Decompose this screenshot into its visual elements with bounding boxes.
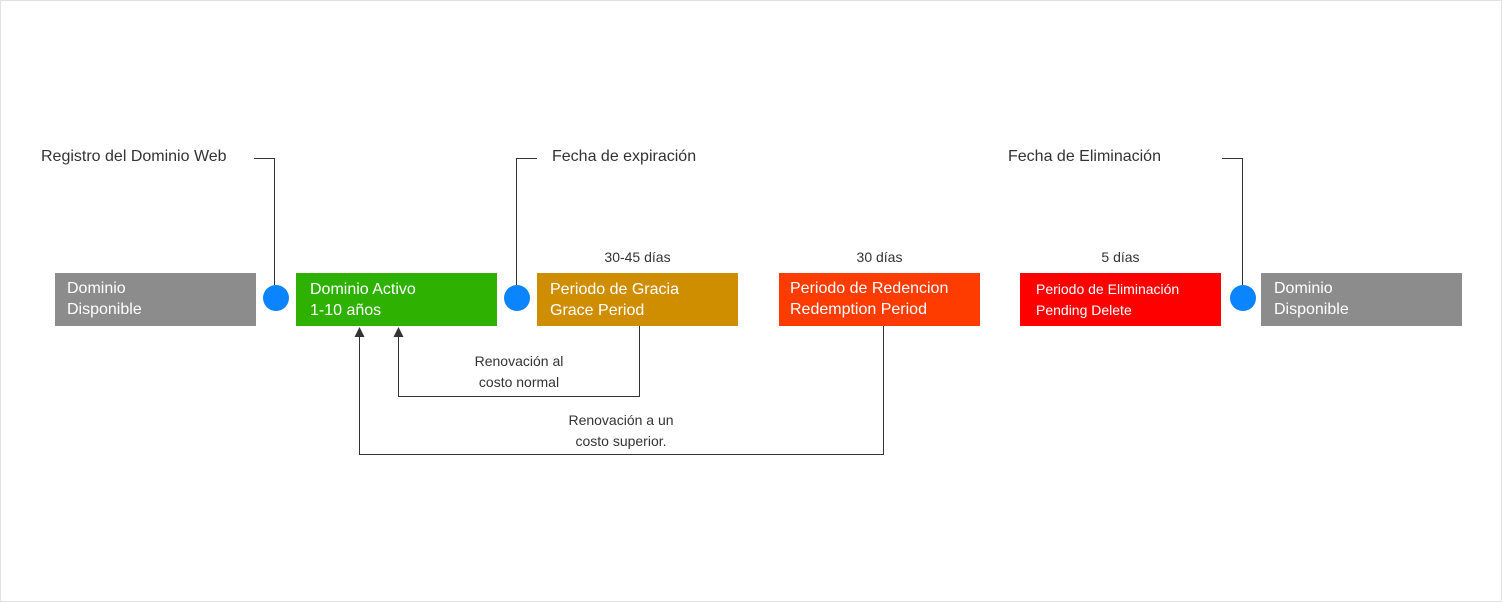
pending-delete-duration: 5 días	[1101, 249, 1140, 265]
stage-label-line1: Periodo de Eliminación	[1036, 281, 1180, 297]
note-line2: costo normal	[478, 374, 560, 390]
stage-label-line2: Redemption Period	[790, 301, 927, 318]
expiration-callout-line	[516, 158, 537, 285]
deletion-label: Fecha de Eliminación	[1008, 148, 1161, 165]
renewal-higher-note: Renovación a un costo superior.	[541, 410, 701, 452]
stage-label-line1: Periodo de Gracia	[550, 281, 679, 298]
deletion-callout-line	[1222, 158, 1243, 285]
stage-label-line1: Dominio	[67, 280, 126, 297]
stage-grace: Periodo de Gracia Grace Period	[537, 273, 738, 326]
stage-label-line1: Dominio	[1274, 280, 1333, 297]
registration-callout-line	[254, 158, 275, 285]
renewal-higher-arrowhead	[354, 327, 365, 337]
stage-label-line1: Periodo de Redencion	[790, 280, 949, 297]
stage-label-line2: Disponible	[1274, 301, 1349, 318]
stage-redemption: Periodo de Redencion Redemption Period	[779, 273, 980, 326]
stage-available-start: Dominio Disponible	[55, 273, 256, 326]
note-line2: costo superior.	[575, 433, 667, 449]
renewal-normal-arrow-line	[398, 326, 640, 397]
renewal-higher-arrow-line	[359, 326, 884, 455]
deletion-marker	[1230, 285, 1256, 311]
grace-duration: 30-45 días	[604, 249, 671, 265]
note-line1: Renovación al	[474, 353, 564, 369]
stage-label-line1: Dominio Activo	[310, 281, 416, 298]
stage-label-line2: Disponible	[67, 301, 142, 318]
stage-available-end: Dominio Disponible	[1261, 273, 1462, 326]
registration-marker	[263, 285, 289, 311]
redemption-duration: 30 días	[856, 249, 903, 265]
expiration-marker	[504, 285, 530, 311]
stage-label-line2: 1-10 años	[310, 302, 382, 319]
stage-pending-delete: Periodo de Eliminación Pending Delete	[1020, 273, 1221, 326]
stage-label-line2: Grace Period	[550, 302, 645, 319]
expiration-label: Fecha de expiración	[552, 148, 697, 165]
stage-active: Dominio Activo 1-10 años	[296, 273, 497, 326]
registration-label: Registro del Dominio Web	[41, 148, 227, 165]
renewal-normal-arrowhead	[393, 327, 404, 337]
note-line1: Renovación a un	[568, 412, 674, 428]
renewal-normal-note: Renovación al costo normal	[449, 351, 589, 393]
stage-label-line2: Pending Delete	[1036, 302, 1132, 318]
